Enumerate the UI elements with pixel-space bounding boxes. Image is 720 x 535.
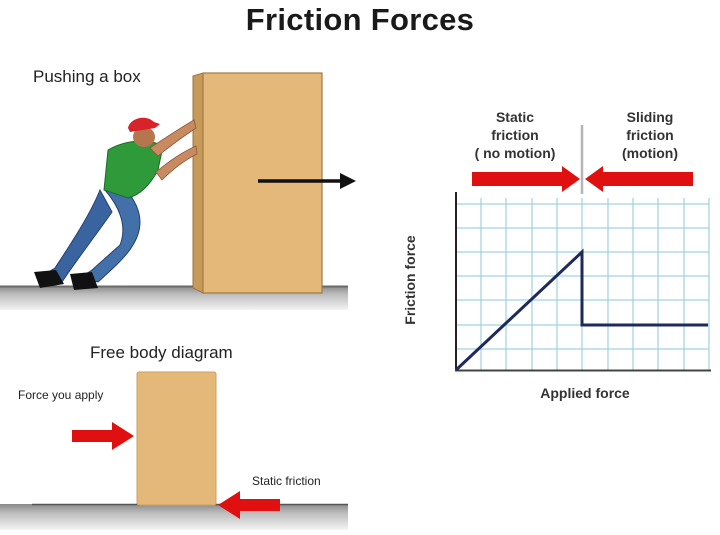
floor-bottom xyxy=(0,503,348,530)
box-fbd xyxy=(136,371,217,506)
sliding-friction-annotation: Sliding friction (motion) xyxy=(622,109,678,161)
applied-force-arrow-icon xyxy=(72,422,134,450)
static-friction-label: Static friction xyxy=(252,474,321,488)
motion-arrow-icon xyxy=(258,173,356,189)
fbd-label: Free body diagram xyxy=(90,343,233,362)
y-axis-label: Friction force xyxy=(402,235,418,325)
x-axis-label: Applied force xyxy=(540,385,630,401)
applied-force-label: Force you apply xyxy=(18,388,104,402)
sliding-arrow-icon xyxy=(585,166,693,192)
person-pushing-icon xyxy=(34,117,198,290)
box-large xyxy=(192,72,323,294)
friction-force-arrow-icon xyxy=(218,491,280,519)
page-title: Friction Forces xyxy=(245,2,475,37)
scene-label: Pushing a box xyxy=(33,67,141,86)
static-arrow-icon xyxy=(472,166,580,192)
friction-line xyxy=(454,248,708,372)
static-friction-annotation: Static friction ( no motion) xyxy=(474,109,556,161)
